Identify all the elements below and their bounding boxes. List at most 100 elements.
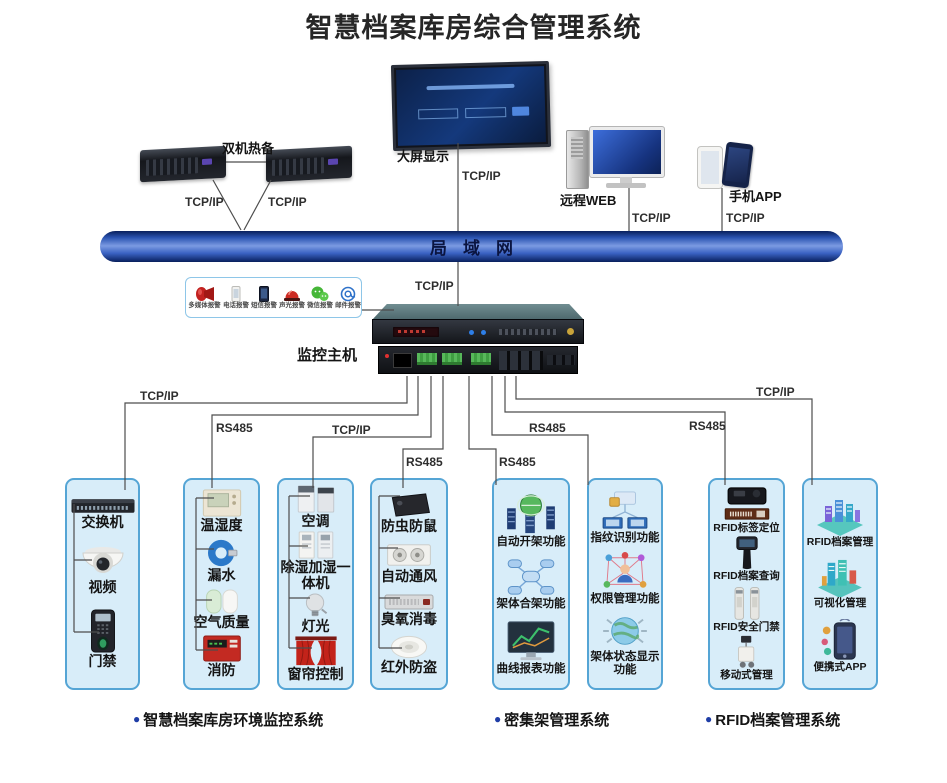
ethernet-ports [499,351,543,370]
host-antenna-port [567,328,574,335]
item-label: 臭氧消毒 [381,610,437,627]
panel-environment-sensors: 温湿度 漏水 空气质量 消防 [183,478,260,690]
panel-disinfection-security: 防虫防鼠 自动通风 臭氧消毒 红外防盗 [370,478,448,690]
panel-item: 架体合架功能 [497,557,566,611]
panel-item: 交换机 [70,498,135,531]
alarm-item: 微信报警 [306,286,334,310]
page-title: 智慧档案库房综合管理系统 [305,13,642,43]
link-label-panel5: RS485 [499,455,536,469]
label-printer-icon [721,486,773,522]
panel-item: 门禁 [89,609,117,670]
terminal-block [417,353,437,365]
host-indicators [499,329,557,335]
item-label: 空气质量 [193,613,250,630]
alarm-item-label: 微信报警 [307,301,333,309]
dehumidifier-icon [295,531,337,559]
server-left [140,145,226,183]
terminal-block [471,353,491,365]
panel-item: 灯光 [302,593,330,635]
desktop-monitor [589,126,665,188]
archive-city-icon [813,494,867,536]
terminal-block [442,353,462,365]
link-label-panel2: RS485 [216,421,253,435]
big-screen-content [396,66,546,146]
panel-shelf-functions-2: 指纹识别功能 权限管理功能 架体状态显示功能 [587,478,663,690]
item-label: 视频 [88,578,117,595]
alarm-item-label: 多媒体报警 [188,301,221,309]
alarm-item: 邮件报警 [334,286,362,310]
permission-icon [598,551,652,592]
panel-item: 视频 [80,545,126,596]
item-label: 交换机 [81,513,124,530]
item-label: 温湿度 [200,517,243,534]
air-conditioner-icon [295,485,337,513]
item-label: 窗帘控制 [287,666,344,682]
shelf-status-icon [598,612,652,650]
server-logo [328,158,338,166]
item-label: RFID标签定位 [713,521,780,534]
panel-rfid-software: RFID档案管理 可视化管理 便携式APP [802,478,878,690]
item-label: 消防 [207,662,236,679]
visual-mgmt-icon [813,559,867,598]
extra-ports [547,355,575,365]
link-label-panel4: RS485 [406,455,443,469]
item-label: 自动通风 [381,568,437,585]
item-label: 曲线报表功能 [496,662,566,675]
alarm-item-label: 短信报警 [251,301,277,309]
panel-item: 除湿加湿一体机 [280,531,351,591]
pest-control-icon [385,492,433,518]
item-label: 权限管理功能 [590,592,660,605]
panel-item: 窗帘控制 [288,636,344,683]
group-text: RFID档案管理系统 [715,712,841,729]
remote-web-link-label: TCP/IP [632,211,671,225]
siren-icon [282,286,302,302]
item-label: 红外防盗 [381,659,437,676]
item-label: 除湿加湿一体机 [280,559,351,591]
server-left-link-label: TCP/IP [185,195,224,209]
panel-item: 消防 [202,635,242,679]
host-front-panel [372,319,584,344]
phone-white [697,146,723,189]
panel-item: 架体状态显示功能 [590,612,660,677]
panel-item: 可视化管理 [813,559,867,610]
access-control-icon [90,609,116,653]
alarm-item: 多媒体报警 [187,286,222,310]
ozone-icon [384,593,434,611]
power-socket [393,353,412,368]
sms-phone-icon [254,285,274,302]
panel-item: 自动开架功能 [497,493,566,549]
link-label-panel7: RS485 [689,419,726,433]
item-label: 自动开架功能 [496,535,566,548]
network-switch-icon [70,498,135,514]
item-label: RFID档案管理 [806,535,874,548]
security-gate-icon [727,585,767,621]
panel-item: 防虫防鼠 [381,492,437,535]
infrared-detector-icon [388,635,430,659]
mobile-cart-icon [730,635,764,669]
alarm-item-label: 电话报警 [223,301,249,309]
group-label-rfid: ●RFID档案管理系统 [705,709,840,730]
light-bulb-icon [303,593,329,618]
link-label-panel8: TCP/IP [756,385,795,399]
group-text: 智慧档案库房环境监控系统 [143,712,324,729]
host-io-panel [378,346,578,374]
lan-bus-label: 局域网 [430,239,529,258]
megaphone-icon [195,286,215,302]
alarm-item-label: 声光报警 [279,301,305,309]
alarm-item: 声光报警 [278,286,306,310]
item-label: 可视化管理 [813,596,867,609]
host-display [393,327,439,337]
panel-item: 空调 [295,485,337,530]
panel-item: 空气质量 [194,589,250,631]
item-label: 灯光 [301,618,330,634]
item-label: RFID档案查询 [713,570,780,583]
monitoring-host-device [372,304,584,376]
server-logo [202,158,212,166]
panel-item: 权限管理功能 [590,551,660,606]
fire-alarm-icon [202,635,242,662]
alarm-item: 电话报警 [222,285,250,310]
air-quality-icon [205,589,239,614]
item-label: 门禁 [88,653,117,670]
panel-item: 漏水 [205,539,239,584]
